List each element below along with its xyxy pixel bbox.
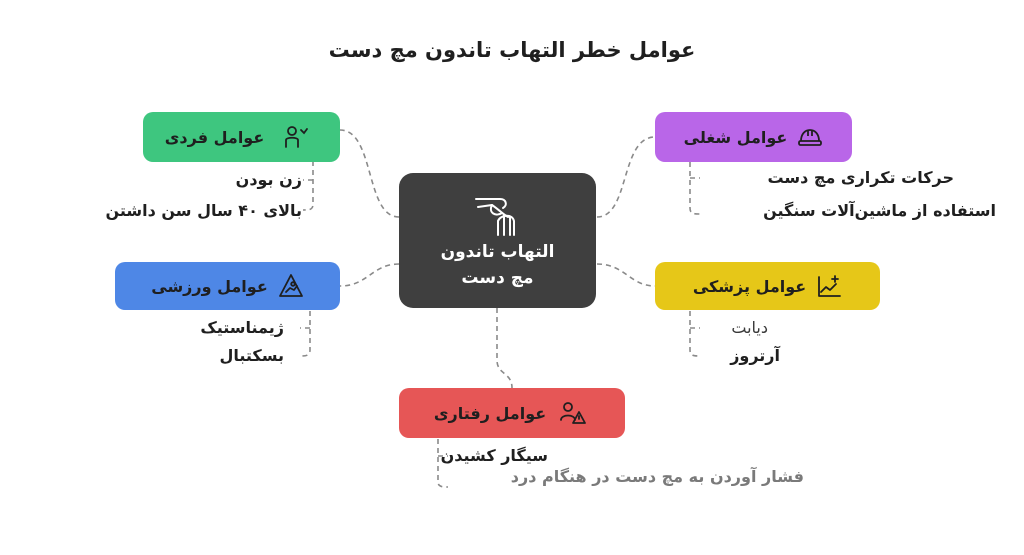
center-label-line1: التهاب تاندون [440, 241, 555, 262]
behavioral-item-2: فشار آوردن به مچ دست در هنگام درد [510, 467, 804, 486]
individual-item-1: زن بودن [235, 170, 302, 189]
person-warning-icon [560, 402, 587, 424]
individual-factors-label: عوامل فردی [164, 127, 265, 147]
occupational-factors-node: عوامل شغلی [655, 112, 852, 162]
hard-hat-icon [798, 129, 823, 146]
medical-factors-node: عوامل پزشکی [655, 262, 880, 310]
behavioral-factors-label: عوامل رفتاری [433, 403, 547, 423]
occupational-factors-label: عوامل شغلی [683, 127, 788, 147]
diagram-title: عوامل خطر التهاب تاندون مچ دست [328, 38, 696, 62]
center-label-line2: مچ دست [461, 267, 534, 288]
individual-item-2: بالای ۴۰ سال سن داشتن [105, 201, 302, 220]
occupational-item-2: استفاده از ماشین‌آلات سنگین [763, 201, 996, 220]
sports-factors-label: عوامل ورزشی [151, 276, 268, 296]
occupational-item-1: حرکات تکراری مچ دست [767, 168, 954, 187]
behavioral-item-1: سیگار کشیدن [440, 446, 548, 465]
behavioral-factors-node: عوامل رفتاری [399, 388, 625, 438]
sport-sign-icon [278, 274, 303, 297]
sports-factors-node: عوامل ورزشی [115, 262, 340, 310]
medical-chart-icon [818, 275, 842, 297]
person-icon [285, 126, 309, 148]
sports-item-2: بسکتبال [219, 346, 284, 365]
medical-item-2: آرتروز [730, 346, 780, 365]
hand-wrist-icon [474, 197, 515, 236]
individual-factors-node: عوامل فردی [143, 112, 340, 162]
medical-item-1: دیابت [731, 318, 768, 337]
medical-factors-label: عوامل پزشکی [692, 276, 807, 296]
center-node: التهاب تاندون مچ دست [399, 173, 596, 308]
sports-item-1: ژیمناستیک [200, 318, 284, 337]
